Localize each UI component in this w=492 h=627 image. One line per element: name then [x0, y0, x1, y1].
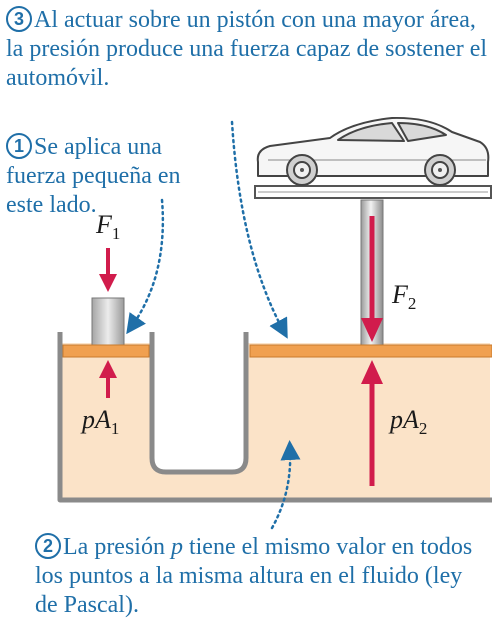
- force-arrow-pa2: [361, 360, 383, 486]
- small-piston: [62, 297, 150, 358]
- label-pa1-base: pA: [82, 405, 111, 434]
- car-illustration: [256, 116, 490, 186]
- label-f2: F2: [392, 280, 416, 314]
- label-pa1-sub: 1: [110, 419, 120, 439]
- fluid: [62, 343, 490, 498]
- lift-platform: [254, 185, 492, 199]
- force-arrow-f1: [99, 248, 117, 292]
- step-number-1-badge: 1: [6, 133, 32, 159]
- label-f1: F1: [96, 210, 120, 244]
- force-arrow-pa1: [99, 360, 117, 398]
- pointer-line-2: [270, 440, 301, 530]
- callout-1-text: Se aplica una fuerza pequeña en este lad…: [6, 134, 181, 218]
- force-arrow-f2: [361, 216, 383, 342]
- callout-2-symbol: p: [170, 534, 183, 560]
- callout-2-text-after: tiene el mismo valor en todos los puntos…: [35, 534, 473, 618]
- label-f2-sub: 2: [407, 294, 417, 314]
- label-pa2-base: pA: [390, 405, 419, 434]
- step-number-3-badge: 3: [6, 6, 32, 32]
- label-pa2: pA2: [390, 405, 427, 439]
- label-pa2-sub: 2: [418, 419, 428, 439]
- container-walls: [57, 332, 492, 503]
- callout-3-text: Al actuar sobre un pistón con una mayor …: [6, 7, 488, 91]
- label-pa1: pA1: [82, 405, 119, 439]
- step-number-2-badge: 2: [35, 533, 61, 559]
- callout-2-text-before: La presión: [63, 534, 171, 560]
- label-f1-sub: 1: [111, 224, 121, 244]
- label-f1-base: F: [96, 210, 112, 239]
- large-piston: [249, 199, 492, 358]
- pointer-line-3: [230, 120, 288, 339]
- label-f2-base: F: [392, 280, 408, 309]
